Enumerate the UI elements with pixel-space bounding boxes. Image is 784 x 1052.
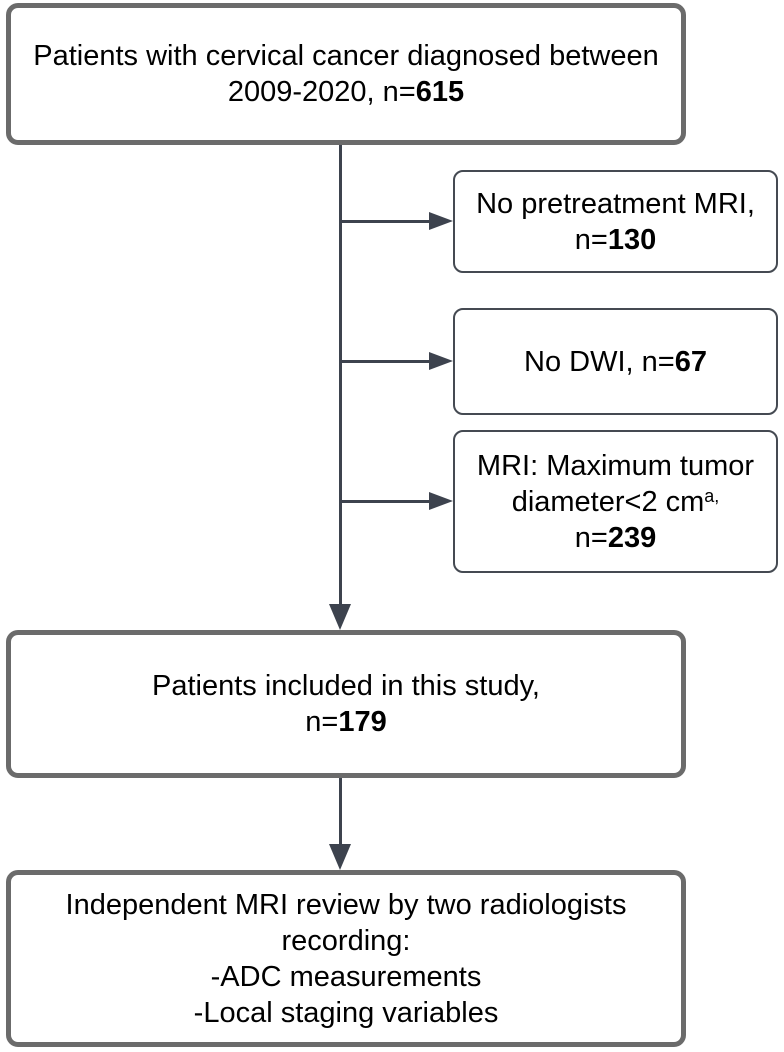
arrowhead-right-icon	[429, 492, 453, 510]
connector-branch-3	[341, 500, 429, 503]
flow-box-patients-included: Patients included in this study, n=179	[6, 630, 686, 778]
box-text-line: 2009-2020, n=615	[228, 74, 464, 110]
box-text-line: recording:	[281, 924, 411, 957]
flow-box-small-tumor-excluded: MRI: Maximum tumor diameter<2 cma, n=239	[453, 430, 778, 573]
box-text-line: diameter<2 cma,	[512, 484, 720, 520]
box-text-line: MRI: Maximum tumor	[476, 449, 755, 482]
box-text-line: No DWI, n=67	[524, 344, 707, 380]
patient-count: 179	[338, 706, 387, 738]
box-text: No DWI, n=	[524, 345, 675, 378]
connector-vertical-lower	[339, 778, 342, 844]
flow-box-no-pretreatment-mri: No pretreatment MRI, n=130	[453, 170, 778, 273]
patient-count: 239	[607, 521, 657, 554]
connector-vertical-main	[339, 145, 342, 605]
box-text-line: n=130	[575, 222, 656, 258]
box-text-line: Patients with cervical cancer diagnosed …	[33, 40, 659, 72]
flow-box-mri-review: Independent MRI review by two radiologis…	[6, 870, 686, 1047]
box-text-line: Independent MRI review by two radiologis…	[65, 888, 627, 921]
box-text: n=	[574, 521, 608, 554]
box-text-line: n=179	[305, 704, 386, 740]
box-text: n=	[305, 706, 339, 738]
box-text-line: -ADC measurements	[210, 960, 482, 993]
box-text-line: No pretreatment MRI,	[476, 187, 755, 220]
box-text-line: Patients included in this study,	[152, 670, 540, 702]
patient-count: 67	[674, 345, 707, 378]
connector-branch-2	[341, 360, 429, 363]
flow-box-no-dwi: No DWI, n=67	[453, 308, 778, 415]
patient-count: 130	[607, 223, 657, 256]
footnote-marker: a,	[704, 485, 720, 506]
flow-box-patients-diagnosed: Patients with cervical cancer diagnosed …	[6, 3, 686, 145]
patient-count: 615	[415, 76, 465, 108]
arrowhead-down-icon	[329, 604, 351, 630]
box-text-line: -Local staging variables	[193, 996, 499, 1029]
connector-branch-1	[341, 220, 429, 223]
arrowhead-right-icon	[429, 212, 453, 230]
arrowhead-right-icon	[429, 352, 453, 370]
box-text-line: n=239	[575, 520, 656, 556]
arrowhead-down-icon	[329, 844, 351, 870]
box-text: diameter<2 cm	[511, 485, 705, 518]
box-text: n=	[574, 223, 608, 256]
box-text: 2009-2020, n=	[227, 76, 416, 108]
